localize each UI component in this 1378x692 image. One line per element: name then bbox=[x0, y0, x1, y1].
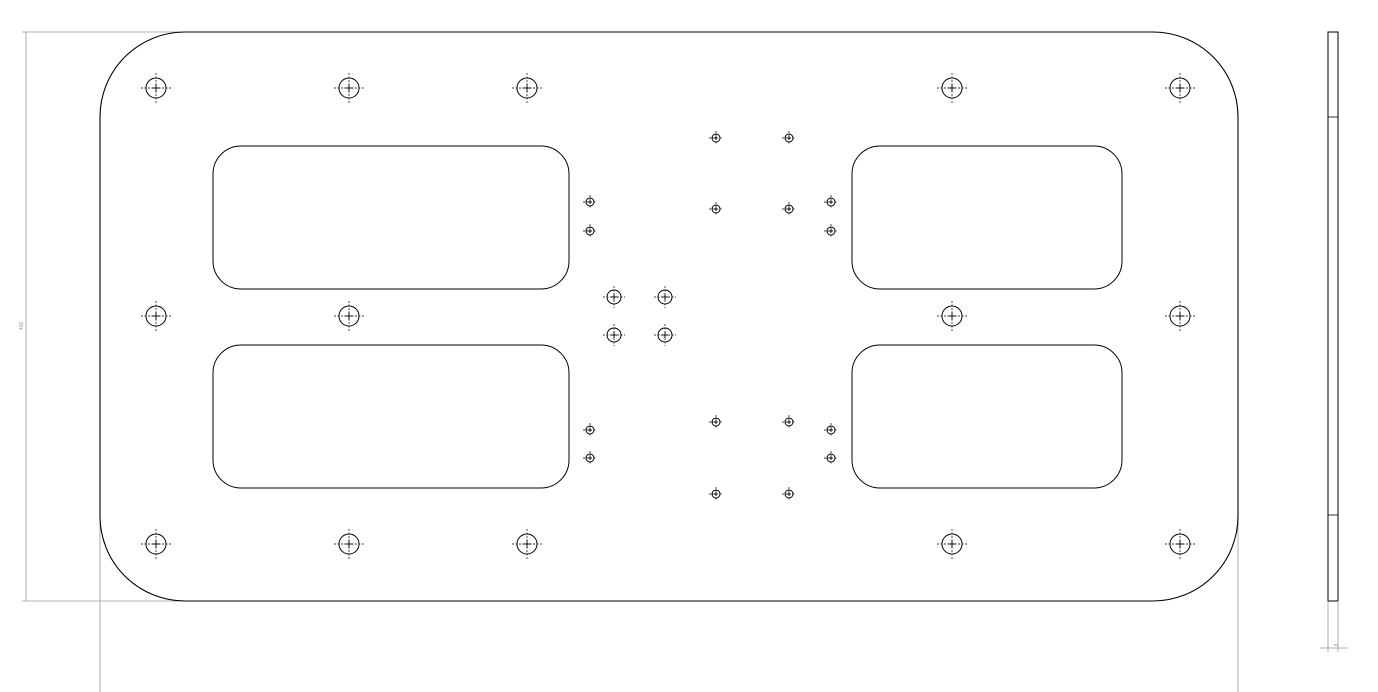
small-hole bbox=[709, 131, 723, 145]
holes bbox=[141, 73, 1195, 559]
height-dimension bbox=[22, 31, 185, 602]
mounting-hole bbox=[937, 73, 967, 103]
center-hole bbox=[654, 324, 676, 346]
plate-outline bbox=[99, 31, 1239, 602]
cutout-top-right bbox=[851, 145, 1123, 290]
small-hole bbox=[782, 202, 796, 216]
mounting-hole bbox=[1165, 301, 1195, 331]
small-hole bbox=[824, 195, 838, 209]
small-hole bbox=[709, 415, 723, 429]
cutout-bottom-left bbox=[212, 344, 570, 489]
side-view bbox=[1320, 31, 1348, 652]
small-hole bbox=[583, 224, 597, 238]
mounting-hole bbox=[334, 301, 364, 331]
mounting-hole bbox=[141, 529, 171, 559]
mounting-hole bbox=[334, 529, 364, 559]
mounting-hole bbox=[512, 73, 542, 103]
mounting-hole bbox=[512, 529, 542, 559]
thickness-dimension-label: 8 bbox=[1334, 643, 1340, 646]
mounting-hole bbox=[141, 73, 171, 103]
small-hole bbox=[583, 423, 597, 437]
cutout-bottom-right bbox=[851, 344, 1123, 489]
small-hole bbox=[782, 131, 796, 145]
cutout-top-left bbox=[212, 145, 570, 290]
mounting-hole bbox=[141, 301, 171, 331]
side-view-outline bbox=[1327, 31, 1339, 602]
width-extension-lines bbox=[99, 515, 1239, 692]
small-hole bbox=[583, 195, 597, 209]
small-hole bbox=[709, 487, 723, 501]
mounting-hole bbox=[1165, 73, 1195, 103]
small-hole bbox=[824, 224, 838, 238]
mounting-hole bbox=[334, 73, 364, 103]
height-dimension-label: 400 bbox=[19, 322, 25, 331]
mounting-hole bbox=[937, 529, 967, 559]
small-hole bbox=[782, 487, 796, 501]
small-hole bbox=[782, 415, 796, 429]
small-hole bbox=[824, 451, 838, 465]
cutouts bbox=[212, 145, 1123, 489]
small-hole bbox=[824, 423, 838, 437]
center-hole bbox=[603, 324, 625, 346]
small-hole bbox=[583, 451, 597, 465]
mounting-hole bbox=[937, 301, 967, 331]
mounting-hole bbox=[1165, 529, 1195, 559]
center-hole bbox=[603, 286, 625, 308]
small-hole bbox=[709, 202, 723, 216]
center-hole bbox=[654, 286, 676, 308]
